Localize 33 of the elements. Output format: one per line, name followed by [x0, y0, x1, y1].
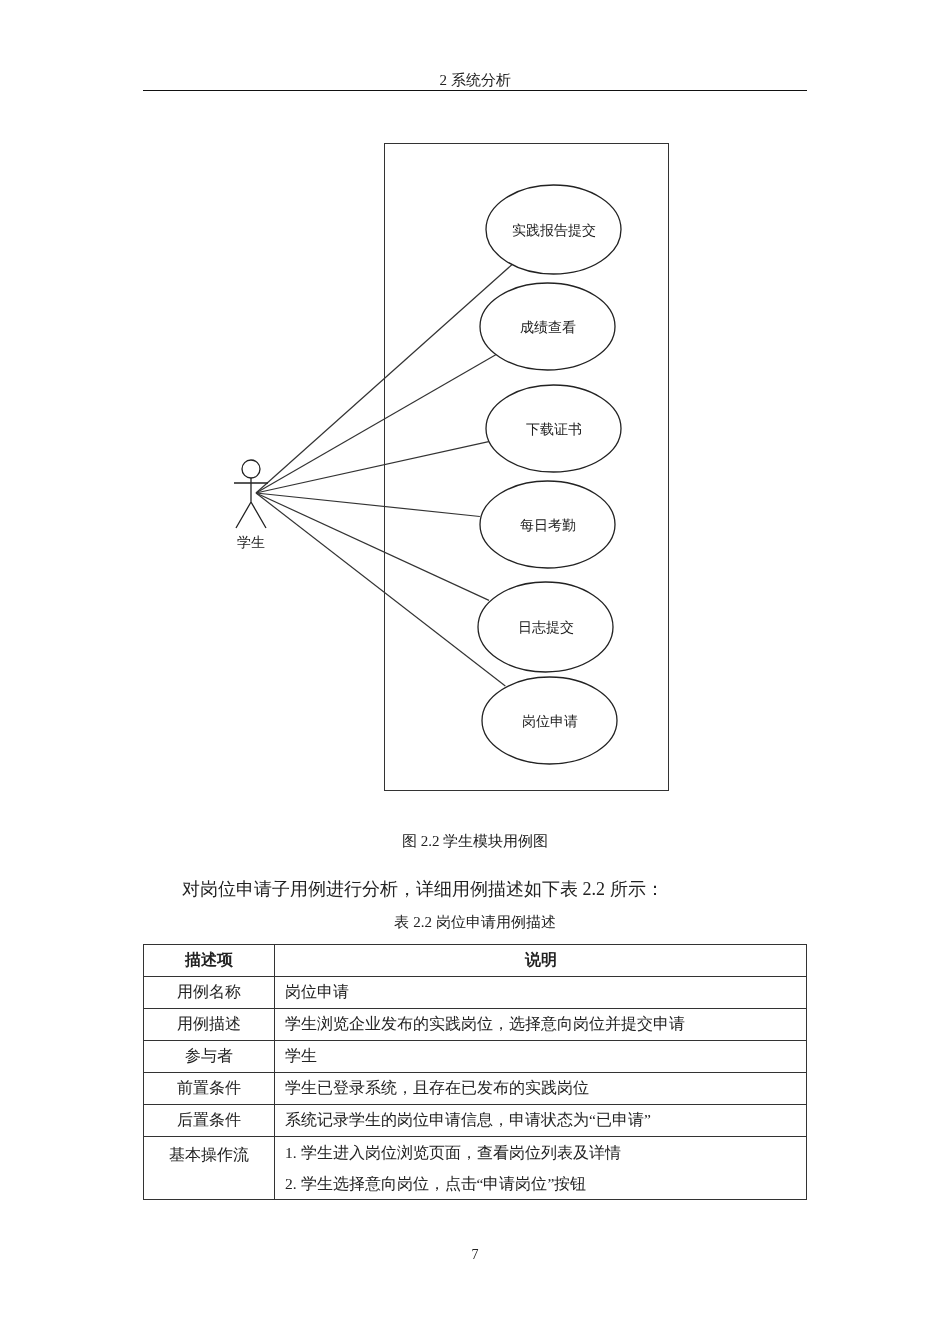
- use-case-label: 岗位申请: [520, 711, 579, 730]
- page-header: 2 系统分析: [438, 71, 512, 90]
- table-text: 学生已登录系统，且存在已发布的实践岗位: [285, 1078, 589, 1098]
- table-text: 岗位申请: [285, 982, 349, 1002]
- use-case-label: 实践报告提交: [510, 220, 597, 239]
- table-text: 2. 学生选择意向岗位，点击“申请岗位”按钮: [285, 1174, 587, 1194]
- column-header: 描述项: [185, 950, 233, 970]
- row-header: 用例名称: [177, 982, 241, 1002]
- use-case-label: 每日考勤: [518, 515, 577, 534]
- table-text: 1. 学生进入岗位浏览页面，查看岗位列表及详情: [285, 1143, 621, 1163]
- association-line: [255, 492, 481, 518]
- figure-caption: 图 2.2 学生模块用例图: [400, 832, 550, 851]
- table-text: 系统记录学生的岗位申请信息，申请状态为“已申请”: [285, 1110, 651, 1130]
- column-header: 说明: [524, 950, 557, 970]
- page-number: 7: [470, 1247, 480, 1263]
- association-line: [255, 353, 497, 494]
- table-text: 学生: [285, 1046, 317, 1066]
- table-text: 学生浏览企业发布的实践岗位，选择意向岗位并提交申请: [285, 1014, 685, 1034]
- use-case-label: 下载证书: [524, 419, 583, 438]
- body-paragraph: 对岗位申请子用例进行分析，详细用例描述如下表 2.2 所示：: [182, 878, 664, 901]
- association-line: [255, 263, 513, 494]
- row-header: 用例描述: [177, 1014, 241, 1034]
- use-case-label: 日志提交: [516, 618, 575, 636]
- table-title: 表 2.2 岗位申请用例描述: [393, 913, 557, 932]
- association-line: [255, 492, 506, 687]
- row-header: 参与者: [185, 1046, 233, 1066]
- system-boundary: [384, 143, 669, 791]
- association-line: [255, 492, 490, 601]
- row-header: 基本操作流: [169, 1145, 249, 1165]
- actor-label: 学生: [236, 534, 266, 552]
- row-header: 后置条件: [177, 1110, 241, 1130]
- row-header: 前置条件: [177, 1078, 241, 1098]
- use-case-label: 成绩查看: [518, 317, 577, 336]
